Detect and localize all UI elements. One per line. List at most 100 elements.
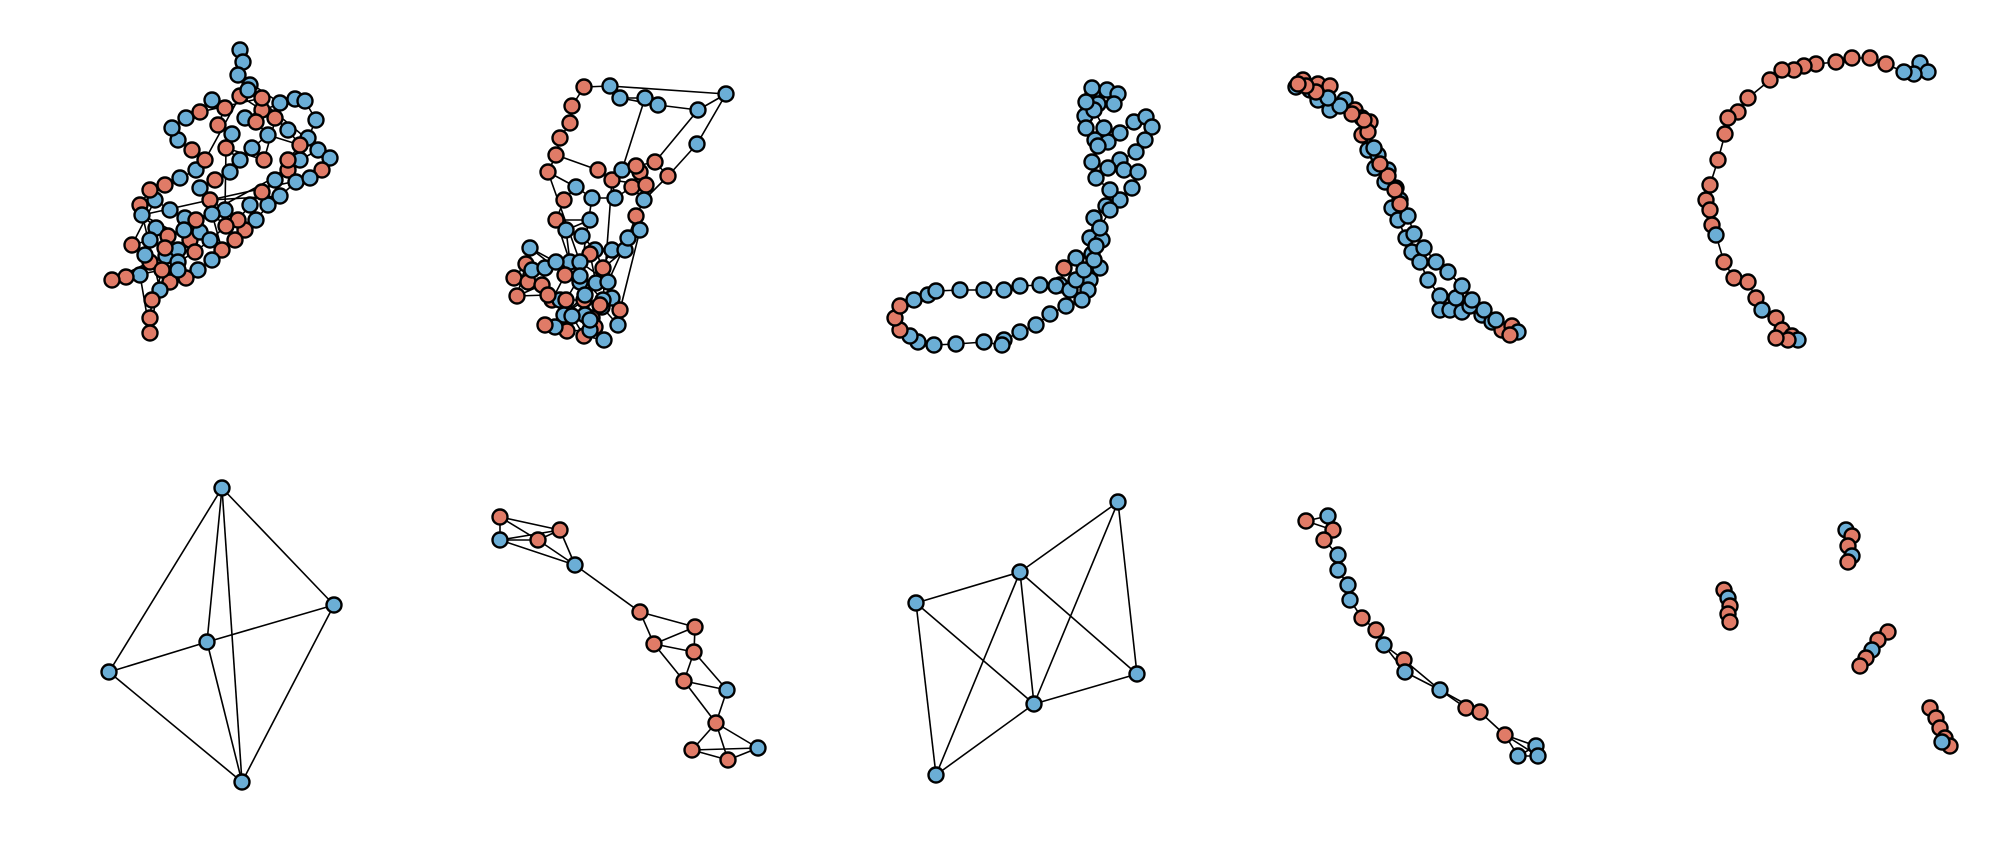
graph-node-red — [627, 157, 645, 175]
graph-node-blue — [201, 231, 219, 249]
graph-node-red — [1501, 326, 1519, 344]
graph-node-red — [1701, 176, 1719, 194]
graph-edge — [108, 671, 243, 783]
graph-node-red — [631, 603, 649, 621]
graph-node-blue — [1083, 79, 1101, 97]
graph-node-blue — [1405, 225, 1423, 243]
graph-node-blue — [1143, 118, 1161, 136]
graph-node-blue — [557, 221, 575, 239]
graph-node-blue — [266, 171, 284, 189]
graph-edge — [206, 487, 223, 643]
graph-node-red — [247, 113, 265, 131]
graph-node-blue — [609, 316, 627, 334]
graph-node-red — [103, 271, 121, 289]
graph-edge — [221, 487, 335, 606]
graph-node-red — [1767, 329, 1785, 347]
graph-node-blue — [141, 231, 159, 249]
graph-node-blue — [191, 179, 209, 197]
graph-node-red — [594, 259, 612, 277]
graph-node-blue — [1089, 137, 1107, 155]
graph-node-red — [539, 286, 557, 304]
graph-node-blue — [1375, 636, 1393, 654]
graph-node-red — [491, 508, 509, 526]
graph-node-blue — [566, 556, 584, 574]
graph-node-blue — [1331, 97, 1349, 115]
graph-node-red — [536, 316, 554, 334]
graph-edge — [621, 97, 646, 171]
graph-node-blue — [1319, 507, 1337, 525]
graph-edge — [691, 747, 759, 751]
graph-node-blue — [1101, 181, 1119, 199]
graph-node-blue — [221, 163, 239, 181]
graph-node-blue — [1041, 305, 1059, 323]
graph-node-red — [1055, 259, 1073, 277]
graph-edge — [915, 571, 1021, 604]
graph-node-blue — [1427, 253, 1445, 271]
graph-node-blue — [595, 331, 613, 349]
graph-node-red — [1861, 49, 1879, 67]
graph-node-red — [707, 714, 725, 732]
graph-node-red — [217, 217, 235, 235]
graph-node-red — [1877, 55, 1895, 73]
graph-node-red — [187, 211, 205, 229]
graph-node-blue — [131, 266, 149, 284]
graph-node-red — [201, 191, 219, 209]
graph-node-blue — [325, 596, 343, 614]
graph-node-blue — [521, 239, 539, 257]
graph-node-blue — [1431, 287, 1449, 305]
graph-edge — [1033, 501, 1119, 705]
graph-edge — [206, 604, 335, 643]
graph-node-blue — [1341, 591, 1359, 609]
graph-node-red — [191, 103, 209, 121]
graph-node-blue — [635, 191, 653, 209]
graph-node-blue — [947, 335, 965, 353]
graph-node-red — [196, 151, 214, 169]
graph-node-blue — [161, 201, 179, 219]
graph-node-blue — [491, 531, 509, 549]
graph-node-blue — [309, 141, 327, 159]
graph-node-blue — [993, 336, 1011, 354]
graph-node-red — [216, 99, 234, 117]
graph-node-red — [313, 161, 331, 179]
graph-node-red — [603, 171, 621, 189]
graph-node-blue — [1111, 124, 1129, 142]
graph-node-blue — [1077, 119, 1095, 137]
graph-node-red — [186, 243, 204, 261]
graph-node-blue — [1136, 131, 1154, 149]
graph-node-blue — [1411, 253, 1429, 271]
graph-node-blue — [247, 211, 265, 229]
graph-node-blue — [223, 125, 241, 143]
graph-node-red — [575, 78, 593, 96]
graph-node-blue — [287, 173, 305, 191]
graph-node-blue — [1031, 276, 1049, 294]
graph-node-blue — [1095, 119, 1113, 137]
graph-node-blue — [718, 681, 736, 699]
graph-node-blue — [175, 221, 193, 239]
graph-edge — [639, 611, 696, 628]
graph-node-blue — [1129, 163, 1147, 181]
graph-node-blue — [203, 251, 221, 269]
graph-node-blue — [100, 663, 118, 681]
graph-node-blue — [583, 189, 601, 207]
graph-node-blue — [1067, 249, 1085, 267]
graph-node-blue — [136, 246, 154, 264]
graph-edge — [206, 641, 243, 783]
graph-node-blue — [975, 333, 993, 351]
graph-node-red — [547, 146, 565, 164]
graph-node-red — [279, 151, 297, 169]
graph-node-blue — [259, 126, 277, 144]
graph-edge — [915, 602, 1035, 705]
graph-node-red — [226, 231, 244, 249]
graph-node-blue — [951, 281, 969, 299]
graph-node-blue — [243, 139, 261, 157]
graph-edge — [683, 680, 717, 724]
graph-node-red — [123, 236, 141, 254]
graph-node-blue — [1487, 311, 1505, 329]
graph-edge — [108, 487, 223, 673]
graph-node-red — [1739, 273, 1757, 291]
graph-node-blue — [619, 229, 637, 247]
graph-node-blue — [229, 66, 247, 84]
graph-node-blue — [1075, 261, 1093, 279]
graph-node-blue — [231, 151, 249, 169]
graph-node-blue — [1475, 301, 1493, 319]
